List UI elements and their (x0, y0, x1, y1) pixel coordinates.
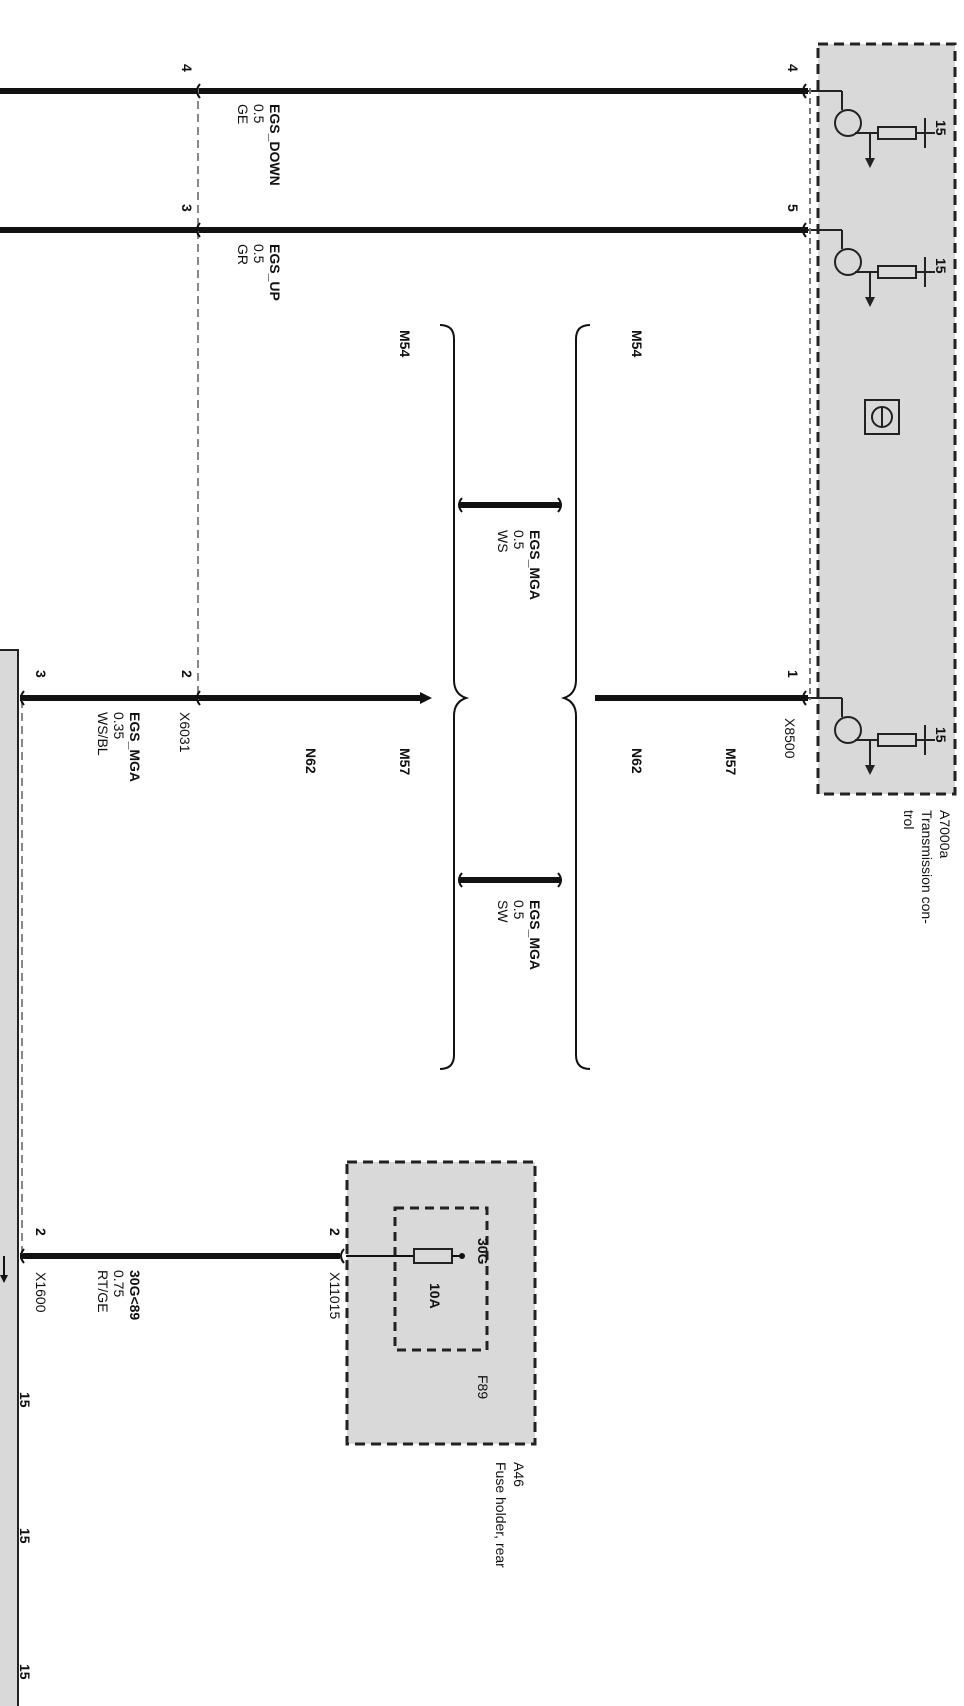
tcu-name-line2: trol (901, 810, 917, 829)
egs-up-size: 0.5 (251, 244, 267, 264)
left-supply-3: 15 (17, 1664, 33, 1680)
tcu-pin-up: 5 (785, 204, 801, 212)
variant-m54-left: M54 (397, 330, 413, 357)
connector-x11015-label: X11015 (327, 1272, 343, 1319)
egs-mga-ws-size: 0.5 (511, 530, 527, 550)
egs-down-size: 0.5 (251, 104, 267, 124)
egs-mga-sw-size: 0.5 (511, 900, 527, 920)
fuse-wire-size: 0.75 (111, 1270, 127, 1297)
tcu-module-icon (864, 399, 900, 435)
tcu-connector-label: X8500 (782, 718, 798, 759)
variant-n62-left: N62 (303, 748, 319, 774)
fuse-wire-color: RT/GE (95, 1270, 111, 1313)
left-module-box (0, 649, 19, 1706)
tcu-supply-pin-3: 15 (933, 727, 949, 743)
left-supply-2: 15 (17, 1528, 33, 1544)
variant-n62-right: N62 (629, 748, 645, 774)
mid-pin-up: 3 (179, 204, 195, 212)
fuse-wire-signal: 30G<89 (127, 1270, 143, 1320)
fuse-terminal-label: 30G (475, 1238, 491, 1265)
egs-mga-left-color: WS/BL (95, 712, 111, 756)
tcu-supply-pin-2: 15 (933, 258, 949, 274)
egs-down-signal: EGS_DOWN (267, 104, 283, 186)
tcu-supply-pin-1: 15 (933, 120, 949, 136)
mid-pin-down: 4 (179, 64, 195, 72)
egs-mga-sw-signal: EGS_MGA (527, 900, 543, 970)
variant-m54-right: M54 (629, 330, 645, 357)
egs-up-color: GR (235, 244, 251, 265)
egs-mga-ws-signal: EGS_MGA (527, 530, 543, 600)
fuse-id-label: F89 (475, 1375, 491, 1399)
connector-x1600-label: X1600 (33, 1272, 49, 1313)
tcu-name-line1: Transmission con- (919, 810, 935, 924)
fuse-f89-box (393, 1206, 489, 1352)
fuse-holder-name: Fuse holder, rear (493, 1462, 509, 1568)
egs-down-color: GE (235, 104, 251, 124)
transmission-control-box (816, 42, 957, 796)
variant-brace-left (439, 324, 470, 1070)
left-supply-1: 15 (17, 1392, 33, 1408)
variant-m57-left: M57 (397, 748, 413, 775)
fuse-out-pin: 2 (327, 1228, 343, 1236)
tcu-pin-down: 4 (785, 64, 801, 72)
left-pin-mga: 3 (33, 670, 49, 678)
tcu-id: A7000a (937, 810, 953, 858)
mid-pin-mga: 2 (179, 670, 195, 678)
fuse-rating-label: 10A (427, 1283, 443, 1309)
fuse-holder-id: A46 (511, 1462, 527, 1487)
tcu-output-stage-2 (808, 229, 935, 307)
variant-m57-right: M57 (723, 748, 739, 775)
egs-up-signal: EGS_UP (267, 244, 283, 301)
egs-mga-sw-color: SW (495, 900, 511, 923)
variant-brace-right (560, 324, 591, 1070)
left-pin-fuse: 2 (33, 1228, 49, 1236)
egs-mga-ws-color: WS (495, 530, 511, 553)
tcu-pin-mga: 1 (785, 670, 801, 678)
tcu-output-stage-1 (808, 90, 935, 168)
egs-mga-left-signal: EGS_MGA (127, 712, 143, 782)
tcu-output-stage-3 (808, 697, 935, 775)
connector-x6031-label: X6031 (177, 712, 193, 753)
egs-mga-left-size: 0.35 (111, 712, 127, 739)
